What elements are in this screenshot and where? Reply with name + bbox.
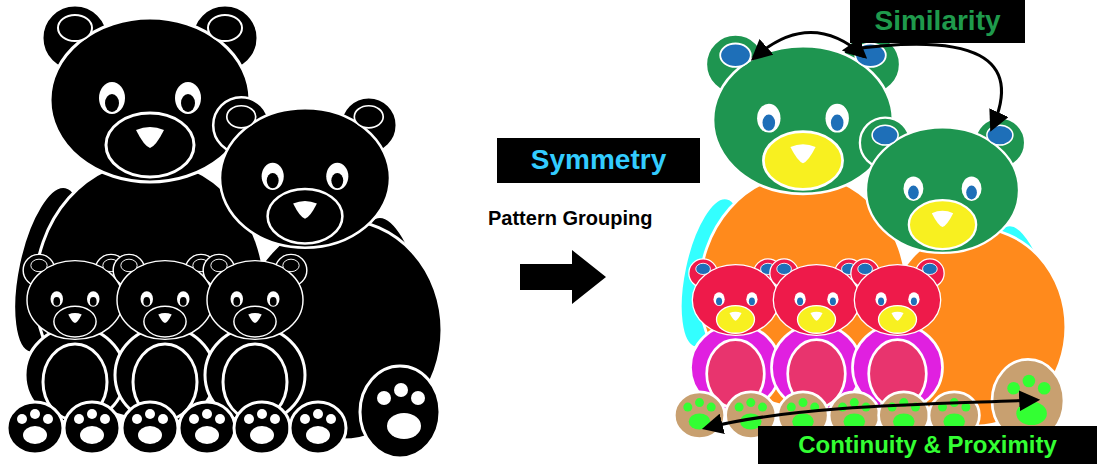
process-arrow — [520, 250, 606, 304]
label-text: Continuity & Proximity — [798, 432, 1057, 458]
bear-silhouette — [1, 5, 442, 458]
label-text: Symmetry — [531, 145, 666, 176]
bear-grouped — [669, 35, 1066, 443]
label-box: Symmetry — [497, 138, 700, 183]
label-box: Continuity & Proximity — [758, 426, 1097, 464]
similarity-arrow — [846, 44, 1002, 128]
label-text: Similarity — [874, 6, 1000, 37]
continuity-arrow — [706, 400, 1036, 428]
similarity-arrow — [754, 32, 864, 58]
step-label: Pattern Grouping — [488, 207, 652, 230]
label-box: Similarity — [850, 0, 1025, 43]
